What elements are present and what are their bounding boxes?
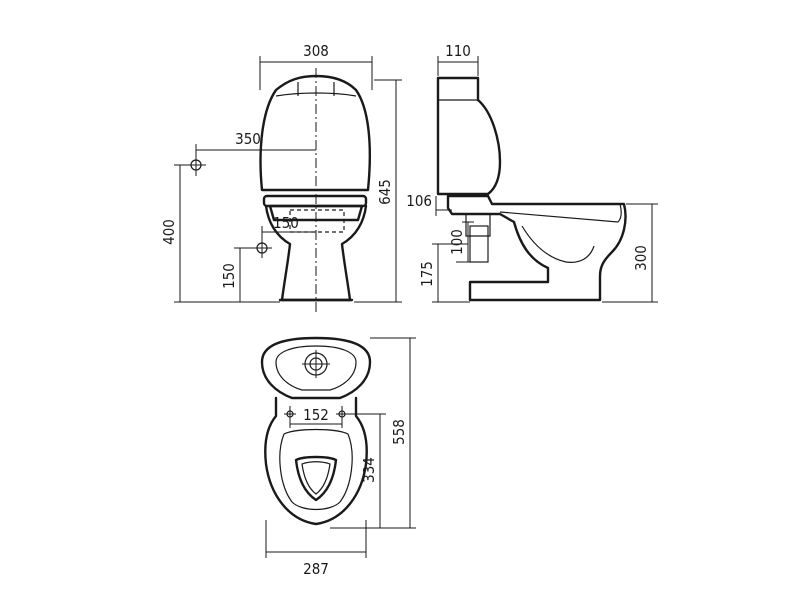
front-seat	[262, 194, 368, 208]
dim-front-outlet-offset: 150	[273, 214, 299, 232]
dim-front-width: 308	[303, 42, 329, 60]
side-view: 110 106 100 175 300	[406, 42, 658, 303]
top-bowl	[264, 396, 368, 526]
front-hidden-outlet	[289, 209, 345, 233]
side-trap	[521, 225, 595, 263]
dim-side-outlet-height-a: 100	[448, 229, 466, 255]
top-bowl-opening	[294, 455, 338, 502]
side-outlet-pipe	[465, 214, 491, 237]
dim-top-fixing-spacing: 152	[303, 406, 329, 424]
top-bowl-opening-inner	[301, 461, 331, 495]
side-rim	[494, 203, 622, 223]
side-outlet-box	[469, 225, 489, 263]
dim-top-fixing-to-front: 334	[360, 457, 378, 483]
dim-top-base-width: 287	[303, 560, 329, 578]
dim-side-seat-height: 300	[632, 245, 650, 271]
top-tank-inner	[275, 345, 357, 391]
side-tank	[436, 76, 502, 196]
dim-front-wall-inlet-height: 400	[160, 219, 178, 245]
top-view: 152 558 334 287	[260, 336, 416, 578]
dim-top-length: 558	[390, 419, 408, 445]
side-bowl	[446, 194, 627, 302]
front-tank-lid-line	[275, 92, 357, 97]
dim-front-outlet-height: 150	[220, 263, 238, 289]
top-tank	[260, 336, 372, 400]
dim-side-tank-depth: 110	[445, 42, 471, 60]
dim-front-inlet: 350	[235, 130, 261, 148]
front-tank-lid-button	[297, 82, 335, 96]
dim-side-outlet-height-b: 175	[418, 261, 436, 287]
top-seat-ring	[279, 428, 353, 511]
front-view: 308 350 645 400 150 150	[160, 42, 402, 312]
front-seat-band	[268, 204, 364, 222]
dim-front-height: 645	[376, 179, 394, 205]
dim-side-offset: 106	[406, 192, 432, 210]
